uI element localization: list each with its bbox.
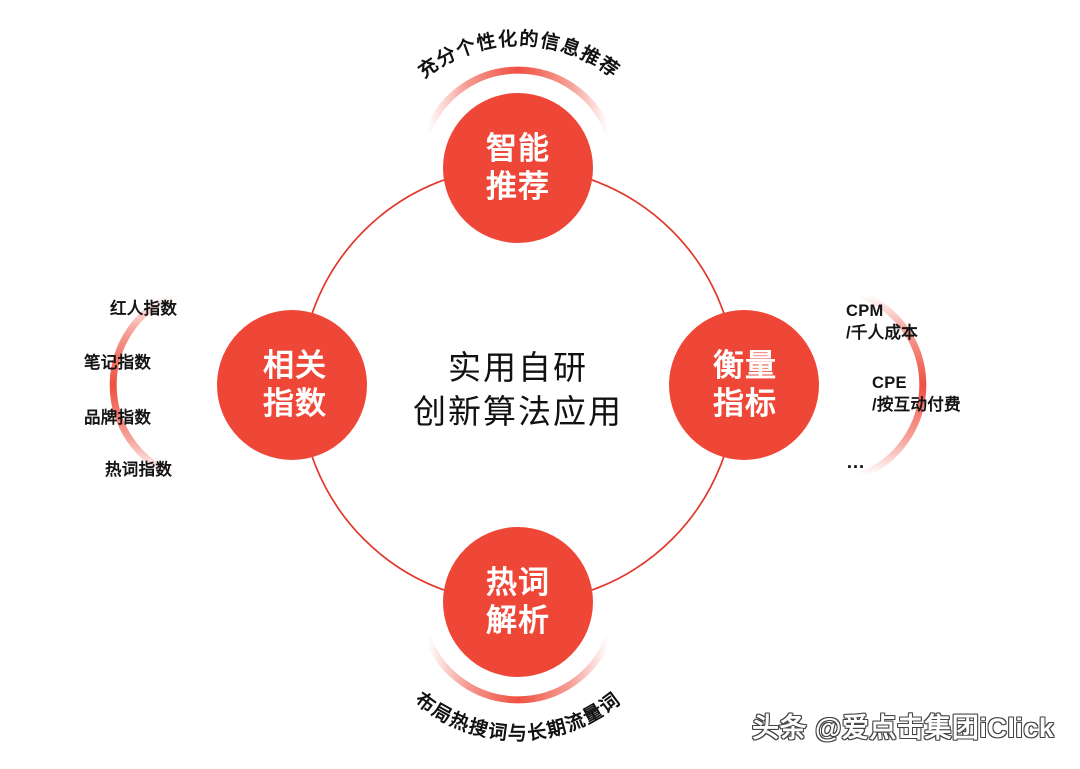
node-circle-top[interactable] xyxy=(443,93,593,243)
left-label-hongren-index: 红人指数 xyxy=(110,300,178,318)
right-label-cpm: CPM /千人成本 xyxy=(846,300,918,344)
center-title-line2: 创新算法应用 xyxy=(413,393,623,430)
halo-arc-bottom xyxy=(424,635,612,704)
node-circle-right[interactable] xyxy=(669,310,819,460)
node-circle-bottom[interactable] xyxy=(443,527,593,677)
left-label-biji-index: 笔记指数 xyxy=(84,354,152,372)
halo-arc-right xyxy=(858,291,927,479)
left-label-reci-index: 热词指数 xyxy=(105,461,173,479)
center-title: 实用自研 创新算法应用 xyxy=(358,346,678,434)
right-label-cpe: CPE /按互动付费 xyxy=(872,372,961,416)
right-label-cpm-line2: /千人成本 xyxy=(846,324,919,342)
halo-arc-left xyxy=(109,291,178,479)
left-label-pinpai-index: 品牌指数 xyxy=(84,409,152,427)
right-label-ellipsis: … xyxy=(846,452,867,473)
watermark: 头条 @爱点击集团iClick xyxy=(752,713,1055,743)
caption-bottom: 布局热搜词与长期流量词 xyxy=(411,687,625,744)
right-label-cpe-line2: /按互动付费 xyxy=(872,396,961,414)
center-title-line1: 实用自研 xyxy=(448,349,588,386)
right-label-cpm-line1: CPM xyxy=(846,302,884,320)
caption-top: 充分个性化的信息推荐 xyxy=(414,27,624,83)
right-label-cpe-line1: CPE xyxy=(872,374,907,392)
node-circle-left[interactable] xyxy=(217,310,367,460)
halo-arc-top xyxy=(424,66,612,135)
